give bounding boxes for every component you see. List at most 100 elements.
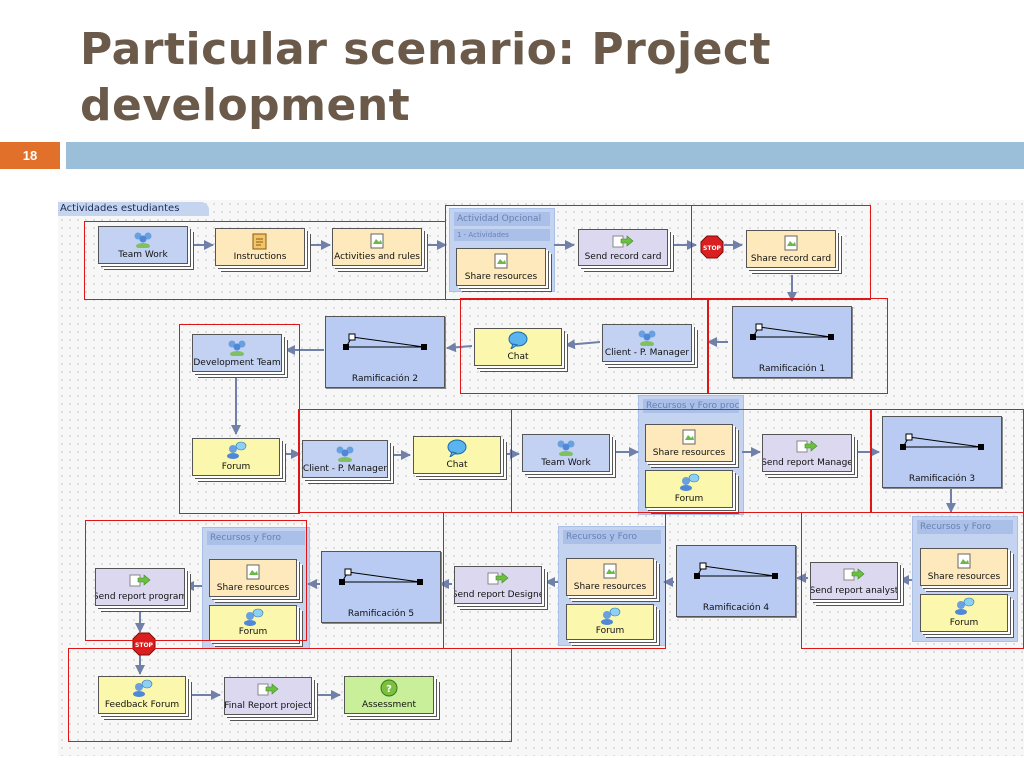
node-label: Ramificación 1 — [758, 364, 826, 374]
chat-bubble-icon — [447, 439, 467, 457]
node-forum-4[interactable]: Forum — [566, 604, 654, 640]
node-team-work[interactable]: Team Work — [98, 226, 188, 264]
node-label: Activities and rules — [334, 252, 420, 262]
group-title: Recursos y Foro — [563, 530, 661, 544]
forum-icon — [680, 473, 700, 491]
node-send-report-manage[interactable]: Send report Manage — [762, 434, 852, 472]
node-label: Chat — [507, 352, 529, 362]
highlight-box — [801, 512, 1024, 649]
stop-sign-icon: STOP — [132, 632, 156, 656]
highlight-box — [84, 221, 446, 300]
people-icon — [557, 440, 575, 456]
node-ramificacion-2[interactable]: Ramificación 2 — [325, 316, 445, 388]
group-subtitle: 1 - Actividades — [454, 229, 550, 241]
node-label: Team Work — [118, 250, 168, 260]
resource-icon — [784, 235, 798, 251]
node-forum-2[interactable]: Forum — [645, 470, 733, 508]
node-share-resources-3[interactable]: Share resources — [920, 548, 1008, 586]
node-label: Instructions — [233, 252, 287, 262]
node-team-work-2[interactable]: Team Work — [522, 434, 610, 472]
resource-icon — [603, 563, 617, 579]
node-ramificacion-4[interactable]: Ramificación 4 — [676, 545, 796, 617]
node-share-resources-5[interactable]: Share resources — [209, 559, 297, 597]
group-title: Actividad Opcional — [454, 212, 550, 226]
node-label: Share resources — [927, 572, 1001, 582]
node-label: Share resources — [652, 448, 726, 458]
highlight-box — [511, 409, 872, 513]
node-share-resources-1[interactable]: Share resources — [456, 248, 546, 286]
node-activities-rules[interactable]: Activities and rules — [332, 228, 422, 266]
node-send-record-card[interactable]: Send record card — [578, 229, 668, 266]
node-client-pm-1[interactable]: Client - P. Manager — [602, 324, 692, 362]
people-icon — [134, 232, 152, 248]
forum-icon — [133, 679, 153, 697]
highlight-box — [68, 648, 512, 742]
node-label: Forum — [221, 462, 251, 472]
send-arrow-icon — [257, 683, 279, 696]
chat-bubble-icon — [508, 331, 528, 349]
node-label: Forum — [674, 494, 704, 504]
node-label: Forum — [595, 626, 625, 636]
send-arrow-icon — [612, 235, 634, 248]
node-label: Forum — [949, 618, 979, 628]
resource-icon — [246, 564, 260, 580]
node-assessment[interactable]: ? Assessment — [344, 676, 434, 714]
node-label: Ramificación 3 — [908, 474, 976, 484]
highlight-box — [460, 298, 708, 394]
branch-icon — [343, 333, 427, 350]
node-feedback-forum[interactable]: Feedback Forum — [98, 676, 186, 714]
node-label: Final Report project — [224, 701, 312, 711]
assessment-icon: ? — [380, 679, 398, 697]
node-label: Share resources — [573, 582, 647, 592]
send-arrow-icon — [487, 572, 509, 585]
node-label: Send report Manage — [762, 458, 852, 468]
node-label: Send record card — [584, 252, 662, 262]
node-final-report-project[interactable]: Final Report project — [224, 677, 312, 715]
node-instructions[interactable]: Instructions — [215, 228, 305, 266]
node-ramificacion-5[interactable]: Ramificación 5 — [321, 551, 441, 623]
highlight-box — [298, 409, 512, 513]
highlight-box — [708, 298, 888, 394]
node-share-resources-2[interactable]: Share resources — [645, 424, 733, 462]
node-development-team[interactable]: Development Team — [192, 334, 282, 372]
node-client-pm-2[interactable]: Client - P. Manager — [302, 440, 388, 478]
resource-icon — [370, 233, 384, 249]
node-ramificacion-1[interactable]: Ramificación 1 — [732, 306, 852, 378]
node-label: Client - P. Manager — [302, 464, 388, 474]
group-title: Recursos y Foro — [917, 520, 1013, 534]
node-label: Ramificación 4 — [702, 603, 770, 613]
resource-icon — [957, 553, 971, 569]
forum-icon — [227, 441, 247, 459]
node-chat-1[interactable]: Chat — [474, 328, 562, 366]
stop-sign-icon: STOP — [700, 235, 724, 259]
node-label: Ramificación 2 — [351, 374, 419, 384]
node-ramificacion-3[interactable]: Ramificación 3 — [882, 416, 1002, 488]
group-title: Recursos y Foro — [207, 531, 305, 545]
canvas-label: Actividades estudiantes — [58, 202, 210, 216]
forum-icon — [244, 608, 264, 626]
highlight-box — [85, 520, 307, 641]
node-send-report-program[interactable]: Send report program — [95, 568, 185, 606]
node-share-resources-4[interactable]: Share resources — [566, 558, 654, 596]
node-send-report-designer[interactable]: Send report Designe — [454, 566, 542, 604]
node-forum-3[interactable]: Forum — [920, 594, 1008, 632]
node-share-record-card[interactable]: Share record card — [746, 230, 836, 268]
branch-icon — [339, 568, 423, 585]
branch-icon — [900, 433, 984, 450]
svg-text:?: ? — [386, 684, 392, 695]
stop-text: STOP — [135, 642, 154, 649]
node-label: Send report program — [95, 592, 185, 602]
node-label: Share resources — [464, 272, 538, 282]
node-send-report-analyst[interactable]: Send report analyst — [810, 562, 898, 600]
node-label: Client - P. Manager — [604, 348, 690, 358]
node-forum-1[interactable]: Forum — [192, 438, 280, 476]
connector — [565, 339, 601, 350]
node-label: Feedback Forum — [104, 700, 180, 710]
document-icon — [252, 233, 267, 250]
node-label: Share record card — [750, 254, 832, 264]
highlight-box — [870, 409, 1024, 513]
node-label: Development Team — [193, 358, 281, 368]
forum-icon — [955, 597, 975, 615]
node-chat-2[interactable]: Chat — [413, 436, 501, 474]
